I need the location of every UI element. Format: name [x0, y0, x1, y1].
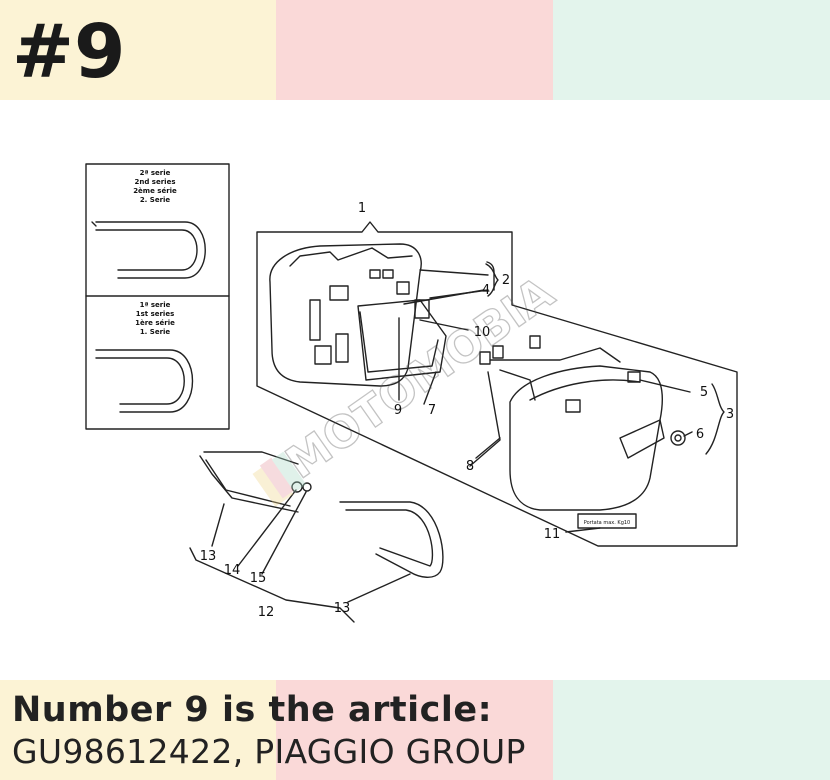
inset-lower-l3: 1ère série — [135, 319, 175, 327]
callout-5: 5 — [700, 385, 708, 400]
inset-upper-l1: 2ª serie — [140, 169, 171, 177]
callout-2: 2 — [502, 273, 510, 288]
inset-upper-l4: 2. Serie — [140, 196, 171, 204]
callout-11: 11 — [544, 527, 561, 542]
callout-8: 8 — [466, 459, 474, 474]
inset-lower-l1: 1ª serie — [140, 301, 171, 309]
callout-6: 6 — [696, 427, 704, 442]
article-caption-title: Number 9 is the article: — [12, 690, 493, 730]
callout-3: 3 — [726, 407, 734, 422]
callout-9: 9 — [394, 403, 402, 418]
item-number-badge: #9 — [12, 9, 126, 95]
callout-13a: 13 — [200, 549, 217, 564]
callout-15: 15 — [250, 571, 267, 586]
callout-1: 1 — [358, 201, 366, 216]
callout-10: 10 — [474, 325, 491, 340]
inset-lower-l4: 1. Serie — [140, 328, 171, 336]
callout-13b: 13 — [334, 601, 351, 616]
inset-upper-l3: 2ème série — [133, 187, 177, 195]
callout-4: 4 — [482, 283, 490, 298]
callout-14: 14 — [224, 563, 241, 578]
load-plate-text: Portata max. Kg10 — [584, 520, 630, 526]
parts-diagram: MOTOMOBIA 2ª serie 2nd series 2ème série… — [0, 100, 830, 680]
callout-7: 7 — [428, 403, 436, 418]
inset-lower-l2: 1st series — [136, 310, 175, 318]
top-color-band — [0, 0, 830, 100]
article-caption-code: GU98612422, PIAGGIO GROUP — [12, 732, 526, 771]
inset-upper-l2: 2nd series — [135, 178, 176, 186]
callout-12: 12 — [258, 605, 275, 620]
bottom-color-band — [0, 680, 830, 780]
